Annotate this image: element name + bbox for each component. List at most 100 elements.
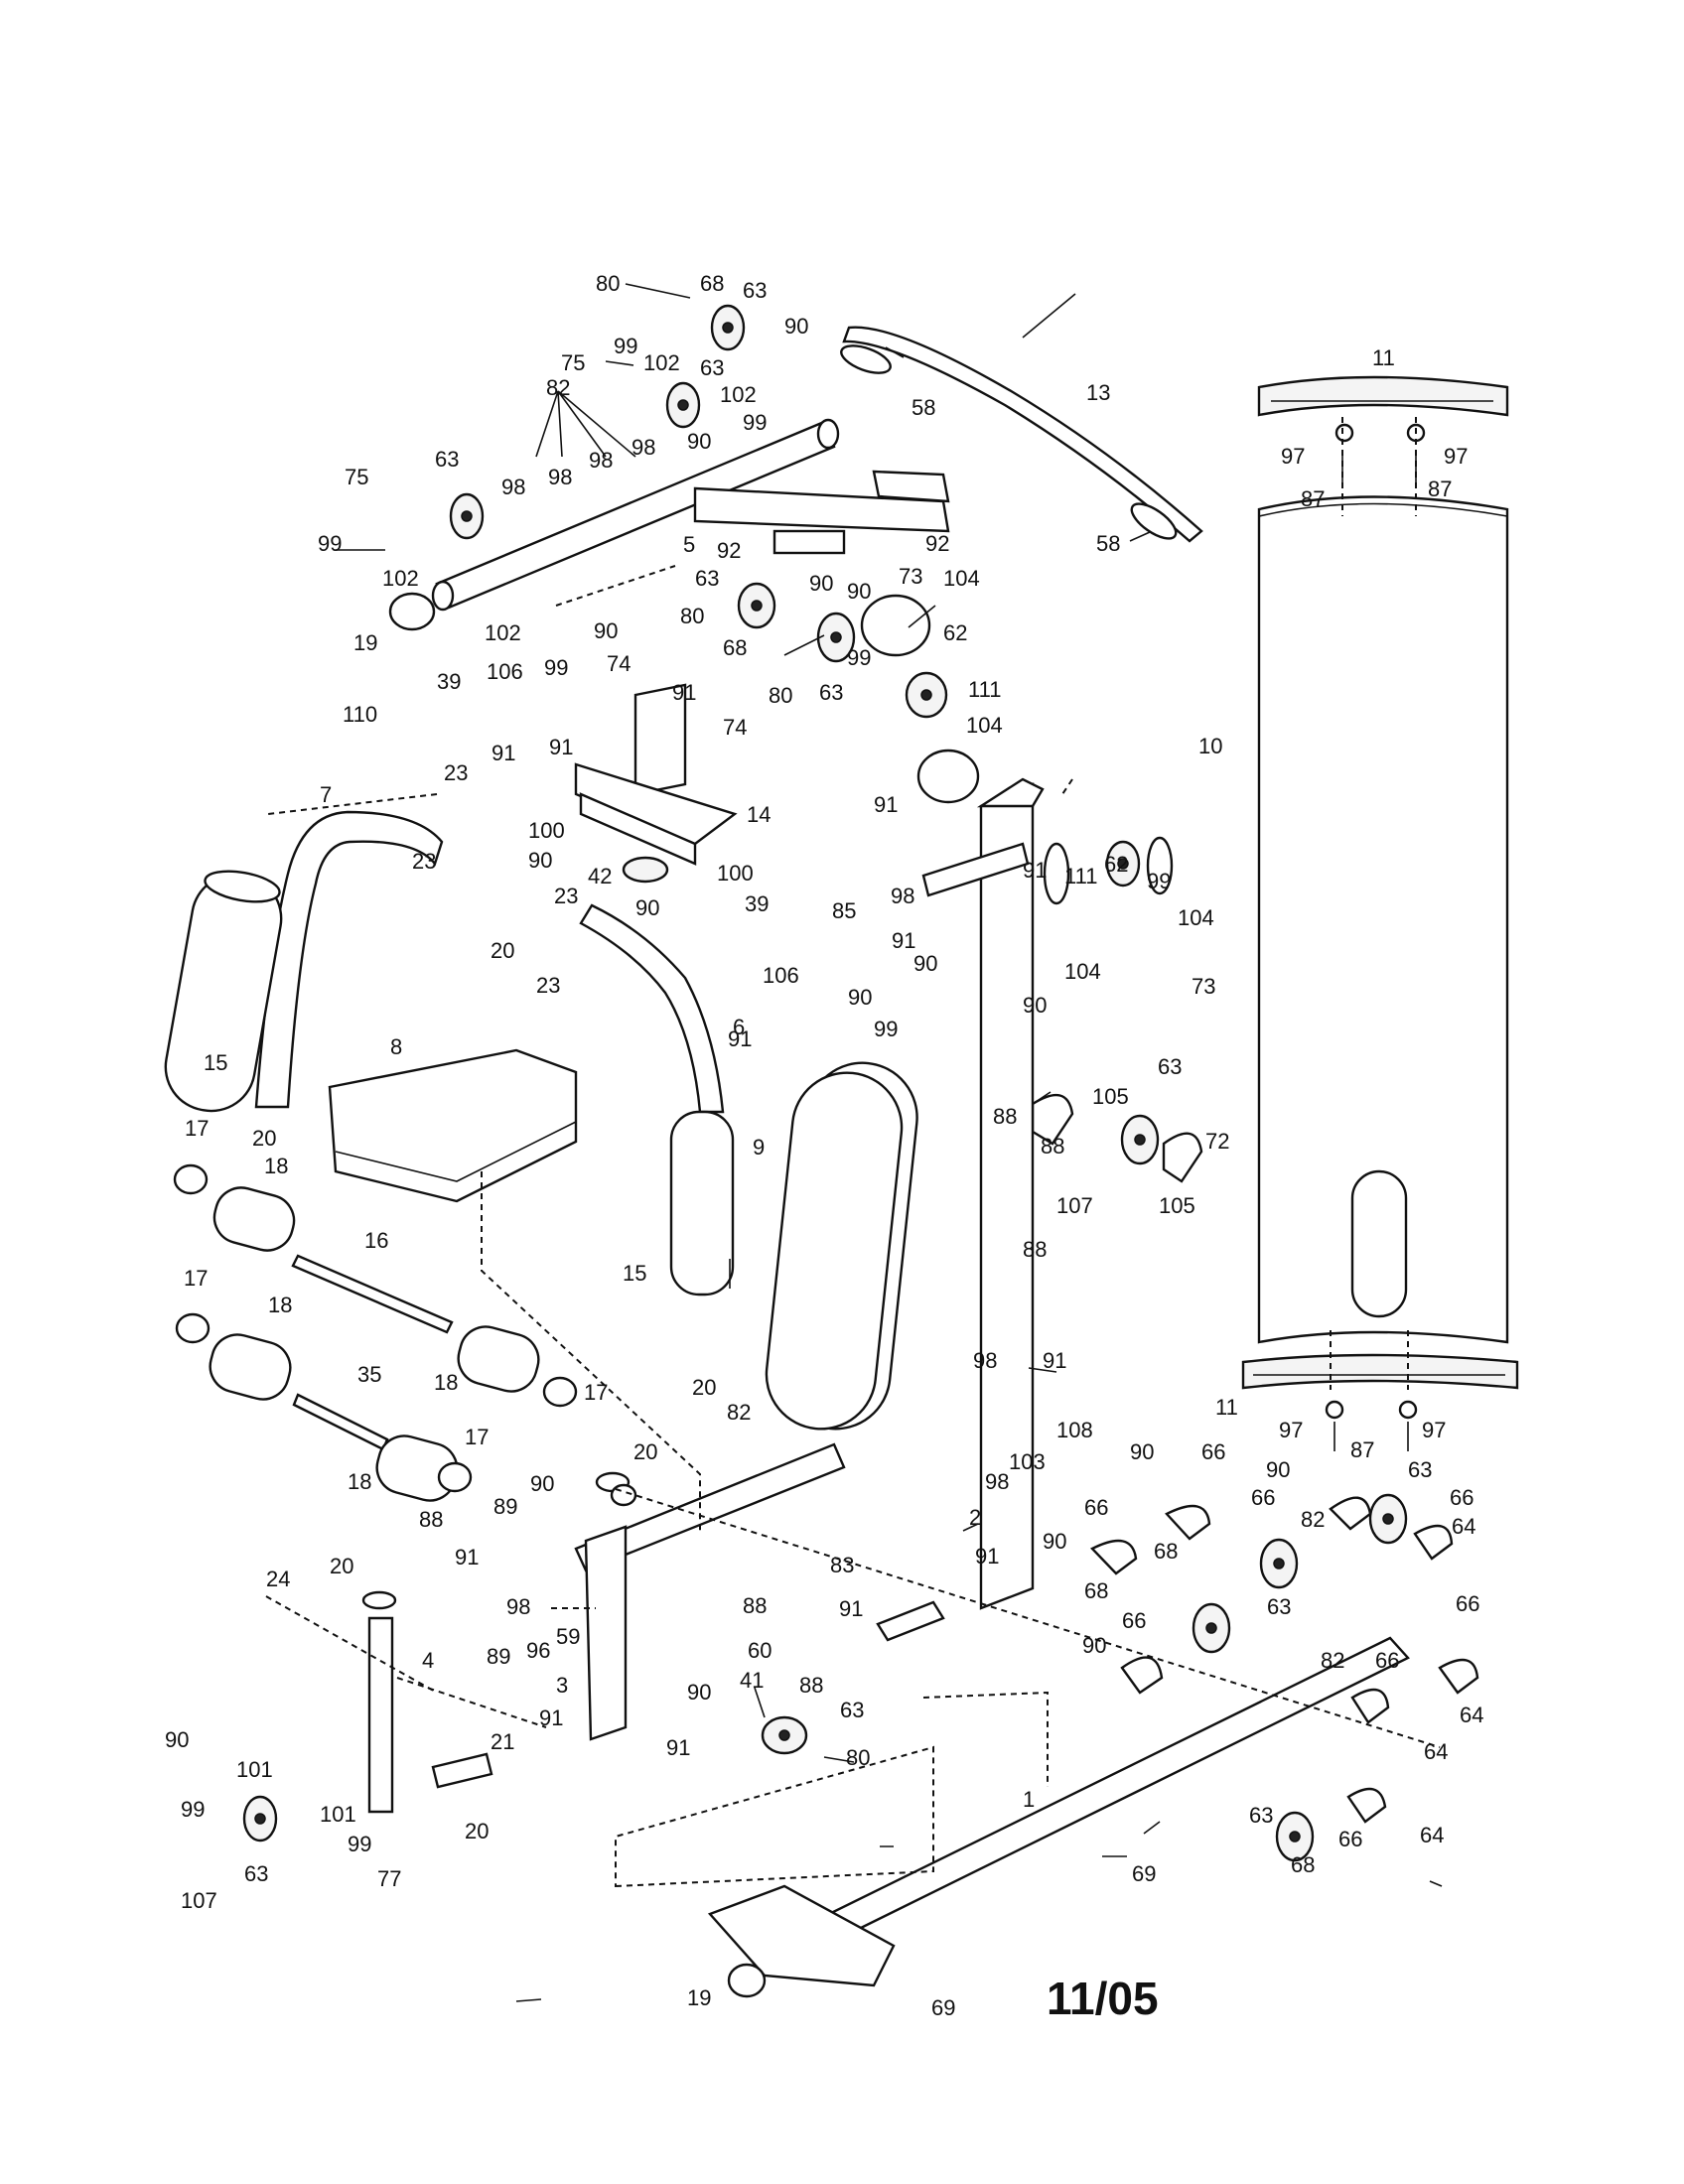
revision-date-code: 11/05 [1047,1973,1159,2024]
part-label-102: 102 [720,382,757,407]
part-label-63: 63 [840,1698,864,1722]
part-label-35: 35 [357,1362,381,1387]
part-label-108: 108 [1056,1418,1093,1442]
part-label-90: 90 [1266,1457,1290,1482]
part-label-91: 91 [491,741,515,765]
part-label-23: 23 [444,760,468,785]
part-label-90: 90 [1043,1529,1066,1554]
part-label-90: 90 [1130,1439,1154,1464]
part-label-90: 90 [530,1471,554,1496]
part-label-91: 91 [539,1706,563,1730]
part-label-90: 90 [687,429,711,454]
part-label-98: 98 [548,465,572,489]
part-label-104: 104 [1064,959,1101,984]
part-label-4: 4 [422,1648,434,1673]
part-label-18: 18 [348,1469,371,1494]
part-label-90: 90 [165,1727,189,1752]
part-label-64: 64 [1460,1703,1483,1727]
part-label-63: 63 [244,1861,268,1886]
part-label-85: 85 [832,898,856,923]
part-label-63: 63 [1408,1457,1432,1482]
part-label-111: 111 [968,677,1001,702]
part-label-62: 62 [1104,852,1128,877]
part-label-99: 99 [743,410,767,435]
part-label-90: 90 [594,618,618,643]
part-label-63: 63 [1267,1594,1291,1619]
part-label-74: 74 [607,651,631,676]
roller-assemblies [173,1163,578,1502]
part-label-20: 20 [330,1554,353,1578]
part-label-21: 21 [491,1729,514,1754]
part-label-5: 5 [683,532,695,557]
part-label-91: 91 [975,1544,999,1569]
part-label-100: 100 [717,861,754,886]
part-label-23: 23 [554,884,578,908]
part-label-101: 101 [320,1802,356,1827]
part-label-90: 90 [1082,1633,1106,1658]
part-label-98: 98 [506,1594,530,1619]
part-label-66: 66 [1251,1485,1275,1510]
part-label-64: 64 [1452,1514,1475,1539]
part-label-11: 11 [1215,1395,1238,1420]
part-label-89: 89 [487,1644,510,1669]
part-label-58: 58 [1096,531,1120,556]
part-label-97: 97 [1281,444,1305,469]
part-label-66: 66 [1450,1485,1474,1510]
pulleys [242,304,1408,1862]
part-label-20: 20 [465,1819,489,1843]
part-label-104: 104 [943,566,980,591]
part-label-99: 99 [181,1797,205,1822]
part-label-97: 97 [1444,444,1468,469]
part-label-20: 20 [692,1375,716,1400]
part-label-91: 91 [728,1026,752,1051]
part-label-15: 15 [623,1261,646,1286]
part-label-88: 88 [1023,1237,1047,1262]
part-label-105: 105 [1092,1084,1129,1109]
seat-cushion [328,1048,578,1203]
part-label-97: 97 [1422,1418,1446,1442]
part-label-91: 91 [839,1596,863,1621]
upright-frame [876,777,1045,1642]
part-label-91: 91 [874,792,898,817]
part-label-66: 66 [1456,1591,1479,1616]
part-label-80: 80 [769,683,792,708]
part-label-97: 97 [1279,1418,1303,1442]
part-label-7: 7 [320,782,332,807]
part-label-103: 103 [1009,1449,1046,1474]
foam-pads [164,870,735,1297]
part-label-3: 3 [556,1673,568,1698]
part-label-98: 98 [589,448,613,473]
part-label-88: 88 [743,1593,767,1618]
part-label-107: 107 [181,1888,217,1913]
top-boom-tube [388,418,950,631]
part-label-80: 80 [846,1745,870,1770]
part-label-98: 98 [632,435,655,460]
part-label-99: 99 [847,645,871,670]
part-label-91: 91 [892,928,915,953]
part-label-39: 39 [437,669,461,694]
part-label-24: 24 [266,1567,290,1591]
cover-plates [1090,1496,1479,1824]
part-label-99: 99 [874,1017,898,1041]
part-label-98: 98 [501,475,525,499]
part-label-92: 92 [717,538,741,563]
part-label-98: 98 [973,1348,997,1373]
part-label-59: 59 [556,1624,580,1649]
part-label-15: 15 [204,1050,227,1075]
part-label-8: 8 [390,1034,402,1059]
part-label-102: 102 [485,620,521,645]
part-label-87: 87 [1428,477,1452,501]
part-label-100: 100 [528,818,565,843]
part-label-18: 18 [268,1293,292,1317]
part-label-74: 74 [723,715,747,740]
cap-bolts [1325,423,1426,1451]
part-label-69: 69 [931,1995,955,2020]
seat-post-bracket [574,683,738,884]
part-label-80: 80 [680,604,704,628]
part-label-68: 68 [700,271,724,296]
part-label-90: 90 [913,951,937,976]
part-label-82: 82 [727,1400,751,1425]
part-label-87: 87 [1301,486,1325,511]
part-label-82: 82 [1301,1507,1325,1532]
